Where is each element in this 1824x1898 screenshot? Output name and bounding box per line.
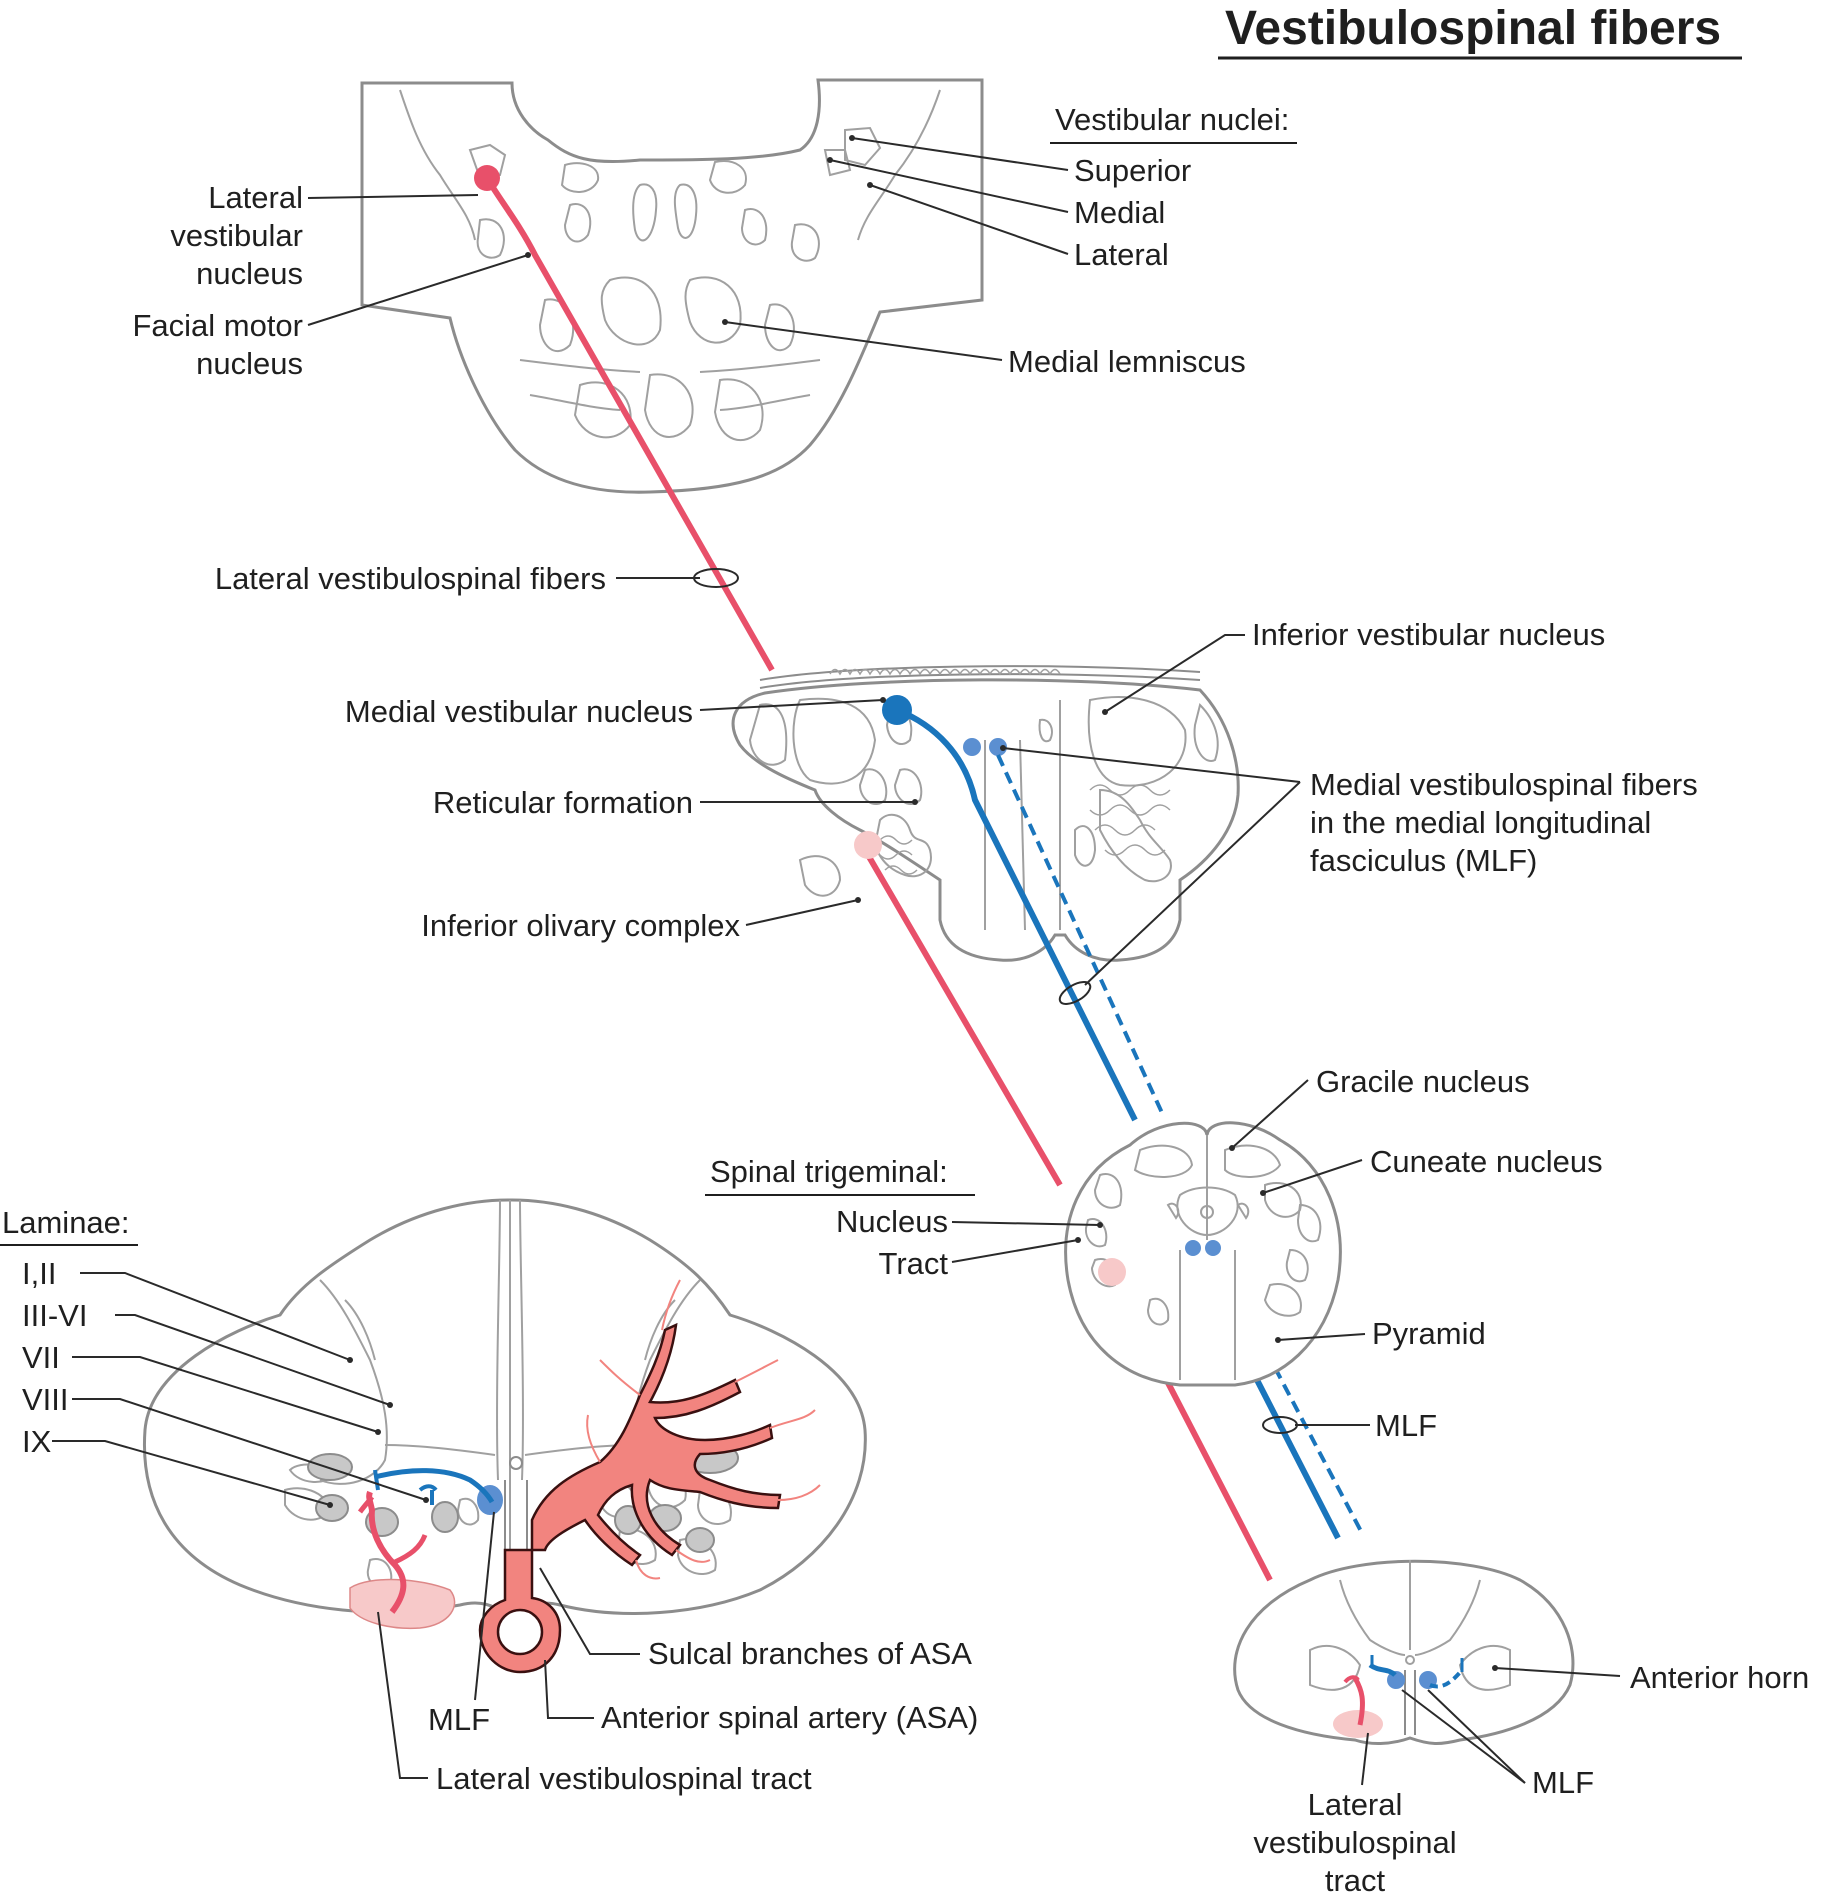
lateral-vestibular-nucleus-cell [474,165,500,191]
lateral-tract-area-medulla-1 [854,831,882,859]
label-laminae-heading: Laminae: [2,1205,130,1240]
label-medial-vestibulospinal-fibers-1: Medial vestibulospinal fibers [1310,767,1698,802]
label-lateral-vestibulospinal-tract-cord-2: vestibulospinal [1253,1825,1456,1860]
caudal-medulla-labels: Gracile nucleus Cuneate nucleus Spinal t… [705,1064,1603,1443]
label-medial-vestibulospinal-fibers-2: in the medial longitudinal [1310,805,1651,840]
caudal-medulla-outline [1064,1121,1342,1387]
medial-fibers-bundle-marker [1058,981,1092,1005]
label-gracile-nucleus: Gracile nucleus [1316,1064,1530,1099]
rostral-medulla-labels: Inferior vestibular nucleus Medial vesti… [345,617,1698,1005]
medial-vestibulospinal-fiber-solid [895,707,1138,1122]
label-pyramid: Pyramid [1372,1316,1486,1351]
label-spinal-trigeminal-heading: Spinal trigeminal: [710,1154,948,1189]
medial-vestibulospinal-fiber-lower-dashed [1211,1249,1365,1536]
label-lamina-2: III-VI [22,1298,87,1333]
label-inferior-vestibular-nucleus: Inferior vestibular nucleus [1252,617,1605,652]
label-lateral: Lateral [1074,237,1169,272]
label-mlf-cord-left: MLF [428,1702,490,1737]
label-reticular-formation: Reticular formation [433,785,693,820]
label-medial-vestibular-nucleus: Medial vestibular nucleus [345,694,693,729]
label-mlf-cord-right: MLF [1532,1765,1594,1800]
label-inferior-olivary-complex: Inferior olivary complex [421,908,740,943]
cervical-cord-section [1233,1559,1575,1745]
mlf-bundle-marker [1262,1416,1298,1434]
label-medial: Medial [1074,195,1165,230]
label-cuneate-nucleus: Cuneate nucleus [1370,1144,1603,1179]
pons-section [360,78,984,494]
label-lateral-vestibular-nucleus-3: nucleus [196,256,303,291]
label-lamina-4: VIII [22,1382,69,1417]
lamina-IX-nucleus-right-2 [685,1527,715,1553]
mlf-area-right-1 [989,738,1007,756]
lateral-vestibulospinal-fiber-lower [865,853,1063,1187]
label-lamina-1: I,II [22,1256,56,1291]
label-lamina-3: VII [22,1340,60,1375]
rostral-medulla-section [731,665,1240,962]
label-sulcal-branches: Sulcal branches of ASA [648,1636,972,1671]
label-lateral-vestibulospinal-tract-cord-3: tract [1325,1863,1386,1898]
spinal-cord-detail-section [142,1198,867,1674]
lamina-VII-nucleus-left [431,1501,459,1533]
asa-lumen [496,1608,544,1656]
label-medial-lemniscus: Medial lemniscus [1008,344,1246,379]
label-medial-vestibulospinal-fibers-3: fasciculus (MLF) [1310,843,1537,878]
pons-outline [360,78,984,494]
label-facial-motor-nucleus-2: nucleus [196,346,303,381]
medial-vestibulospinal-fiber-dashed [996,754,1165,1116]
cervical-cord-outline [1233,1559,1575,1745]
label-facial-motor-nucleus-1: Facial motor [132,308,303,343]
label-lateral-vestibulospinal-tract-cord-1: Lateral [1308,1787,1403,1822]
label-vestibular-nuclei-heading: Vestibular nuclei: [1055,102,1289,137]
lateral-vestibulospinal-tract-area [349,1578,456,1630]
lateral-fibers-bundle-marker [693,568,739,588]
spinal-cord-detail-labels: Laminae: I,II III-VI VII VIII IX Sulcal … [0,1205,978,1796]
label-superior: Superior [1074,153,1191,188]
label-lateral-vestibulospinal-tract: Lateral vestibulospinal tract [436,1761,812,1796]
label-anterior-spinal-artery: Anterior spinal artery (ASA) [601,1700,978,1735]
pons-labels: Lateral vestibular nucleus Facial motor … [132,102,1297,596]
label-nucleus: Nucleus [836,1204,948,1239]
label-mlf-medulla: MLF [1375,1408,1437,1443]
mlf-area-cord-left [1387,1671,1405,1689]
label-lateral-vestibular-nucleus-2: vestibular [170,218,303,253]
label-anterior-horn: Anterior horn [1630,1660,1809,1695]
label-tract: Tract [879,1246,949,1281]
medial-vestibular-nucleus-cell [882,695,912,725]
mlf-area-right-2 [1205,1240,1221,1256]
caudal-medulla-section [1064,1121,1342,1387]
lamina-I-II-nucleus-left [307,1453,353,1481]
mlf-area-left-1 [963,738,981,756]
lateral-tract-area-medulla-2 [1098,1258,1126,1286]
label-lateral-vestibular-nucleus-1: Lateral [208,180,303,215]
mlf-area-left-2 [1185,1240,1201,1256]
diagram-title: Vestibulospinal fibers [1225,2,1721,55]
label-lateral-vestibulospinal-fibers: Lateral vestibulospinal fibers [215,561,606,596]
lamina-IX-nucleus-left-1 [315,1494,349,1522]
cervical-cord-labels: Anterior horn MLF Lateral vestibulospina… [1253,1660,1809,1898]
label-lamina-5: IX [22,1424,52,1459]
